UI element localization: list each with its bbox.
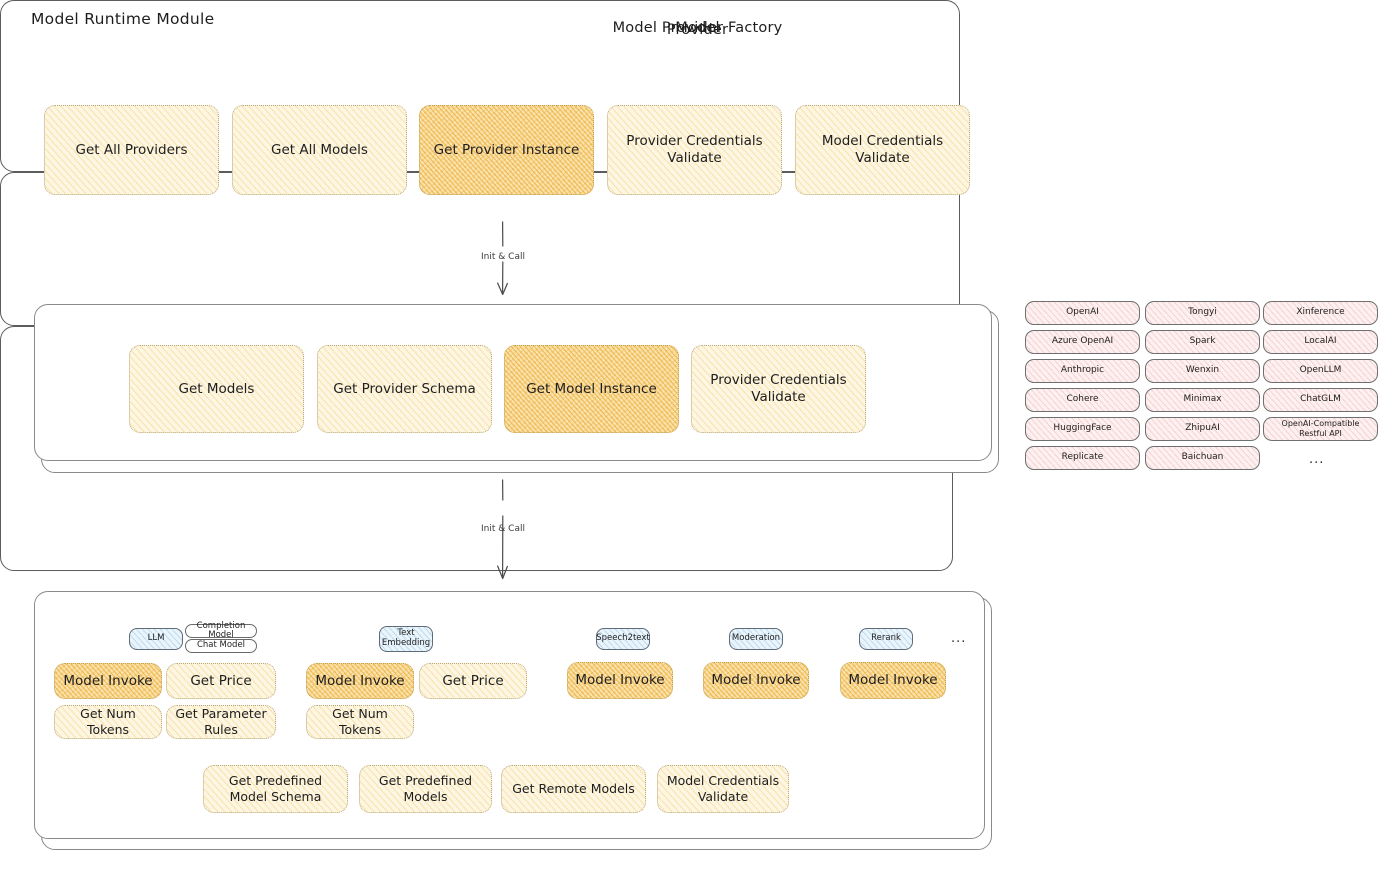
model-op-text-embedding-model-invoke[interactable]: Model Invoke bbox=[306, 663, 414, 699]
model-op-llm-model-invoke[interactable]: Model Invoke bbox=[54, 663, 162, 699]
factory-title: Model Provider Factory bbox=[612, 20, 783, 36]
model-op-moderation-model-invoke[interactable]: Model Invoke bbox=[703, 662, 809, 699]
model-op-llm-get-price[interactable]: Get Price bbox=[166, 663, 276, 699]
provider-chip-tongyi[interactable]: Tongyi bbox=[1145, 301, 1260, 325]
provider-list-ellipsis: ... bbox=[1309, 452, 1325, 467]
arrow-label-init-and-call-2: Init & Call bbox=[481, 524, 525, 534]
provider-chip-localai[interactable]: LocalAI bbox=[1263, 330, 1378, 354]
provider-chip-wenxin[interactable]: Wenxin bbox=[1145, 359, 1260, 383]
provider-container: Provider bbox=[0, 22, 960, 326]
provider-chip-openai-compatible-restful-api[interactable]: OpenAI-Compatible Restful API bbox=[1263, 417, 1378, 441]
model-shared-op-get-predefined-model-schema[interactable]: Get Predefined Model Schema bbox=[203, 765, 348, 813]
provider-chip-baichuan[interactable]: Baichuan bbox=[1145, 446, 1260, 470]
model-op-speech2text-model-invoke[interactable]: Model Invoke bbox=[567, 662, 673, 699]
model-subtag-completion-model[interactable]: Completion Model bbox=[185, 621, 257, 640]
model-op-text-embedding-get-num-tokens[interactable]: Get Num Tokens bbox=[306, 705, 414, 739]
factory-op-model-credentials-validate[interactable]: Model Credentials Validate bbox=[795, 105, 970, 195]
provider-chip-huggingface[interactable]: HuggingFace bbox=[1025, 417, 1140, 441]
arrow-provider-to-model bbox=[497, 479, 508, 580]
page-title: Model Runtime Module bbox=[31, 10, 215, 28]
model-tag-rerank[interactable]: Rerank bbox=[859, 628, 913, 650]
model-tag-llm[interactable]: LLM bbox=[129, 628, 183, 650]
provider-title: Provider bbox=[666, 22, 729, 38]
provider-chip-minimax[interactable]: Minimax bbox=[1145, 388, 1260, 412]
arrow-factory-to-provider bbox=[497, 221, 508, 296]
provider-chip-openai[interactable]: OpenAI bbox=[1025, 301, 1140, 325]
provider-chip-replicate[interactable]: Replicate bbox=[1025, 446, 1140, 470]
model-groups-ellipsis: ... bbox=[951, 631, 967, 646]
model-op-text-embedding-get-price[interactable]: Get Price bbox=[419, 663, 527, 699]
provider-chip-openllm[interactable]: OpenLLM bbox=[1263, 359, 1378, 383]
model-op-llm-get-parameter-rules[interactable]: Get Parameter Rules bbox=[166, 705, 276, 739]
provider-op-provider-credentials-validate[interactable]: Provider Credentials Validate bbox=[691, 345, 866, 433]
provider-chip-chatglm[interactable]: ChatGLM bbox=[1263, 388, 1378, 412]
provider-op-get-model-instance[interactable]: Get Model Instance bbox=[504, 345, 679, 433]
model-op-rerank-model-invoke[interactable]: Model Invoke bbox=[840, 662, 946, 699]
model-tag-text-embedding[interactable]: Text Embedding bbox=[379, 626, 433, 652]
provider-chip-cohere[interactable]: Cohere bbox=[1025, 388, 1140, 412]
factory-op-provider-credentials-validate[interactable]: Provider Credentials Validate bbox=[607, 105, 782, 195]
provider-chip-xinference[interactable]: Xinference bbox=[1263, 301, 1378, 325]
provider-chip-anthropic[interactable]: Anthropic bbox=[1025, 359, 1140, 383]
model-subtag-chat-model[interactable]: Chat Model bbox=[185, 639, 257, 653]
provider-op-get-models[interactable]: Get Models bbox=[129, 345, 304, 433]
model-shared-op-model-credentials-validate[interactable]: Model Credentials Validate bbox=[657, 765, 789, 813]
factory-op-get-provider-instance[interactable]: Get Provider Instance bbox=[419, 105, 594, 195]
model-tag-speech2text[interactable]: Speech2text bbox=[596, 628, 650, 650]
factory-op-get-all-models[interactable]: Get All Models bbox=[232, 105, 407, 195]
provider-chip-azure-openai[interactable]: Azure OpenAI bbox=[1025, 330, 1140, 354]
provider-op-get-provider-schema[interactable]: Get Provider Schema bbox=[317, 345, 492, 433]
model-op-llm-get-num-tokens[interactable]: Get Num Tokens bbox=[54, 705, 162, 739]
provider-chip-zhipuai[interactable]: ZhipuAI bbox=[1145, 417, 1260, 441]
model-title: Model bbox=[675, 20, 720, 36]
arrow-label-init-and-call-1: Init & Call bbox=[481, 252, 525, 262]
model-shared-op-get-predefined-models[interactable]: Get Predefined Models bbox=[359, 765, 492, 813]
model-shared-op-get-remote-models[interactable]: Get Remote Models bbox=[501, 765, 646, 813]
provider-chip-spark[interactable]: Spark bbox=[1145, 330, 1260, 354]
model-tag-moderation[interactable]: Moderation bbox=[729, 628, 783, 650]
factory-op-get-all-providers[interactable]: Get All Providers bbox=[44, 105, 219, 195]
